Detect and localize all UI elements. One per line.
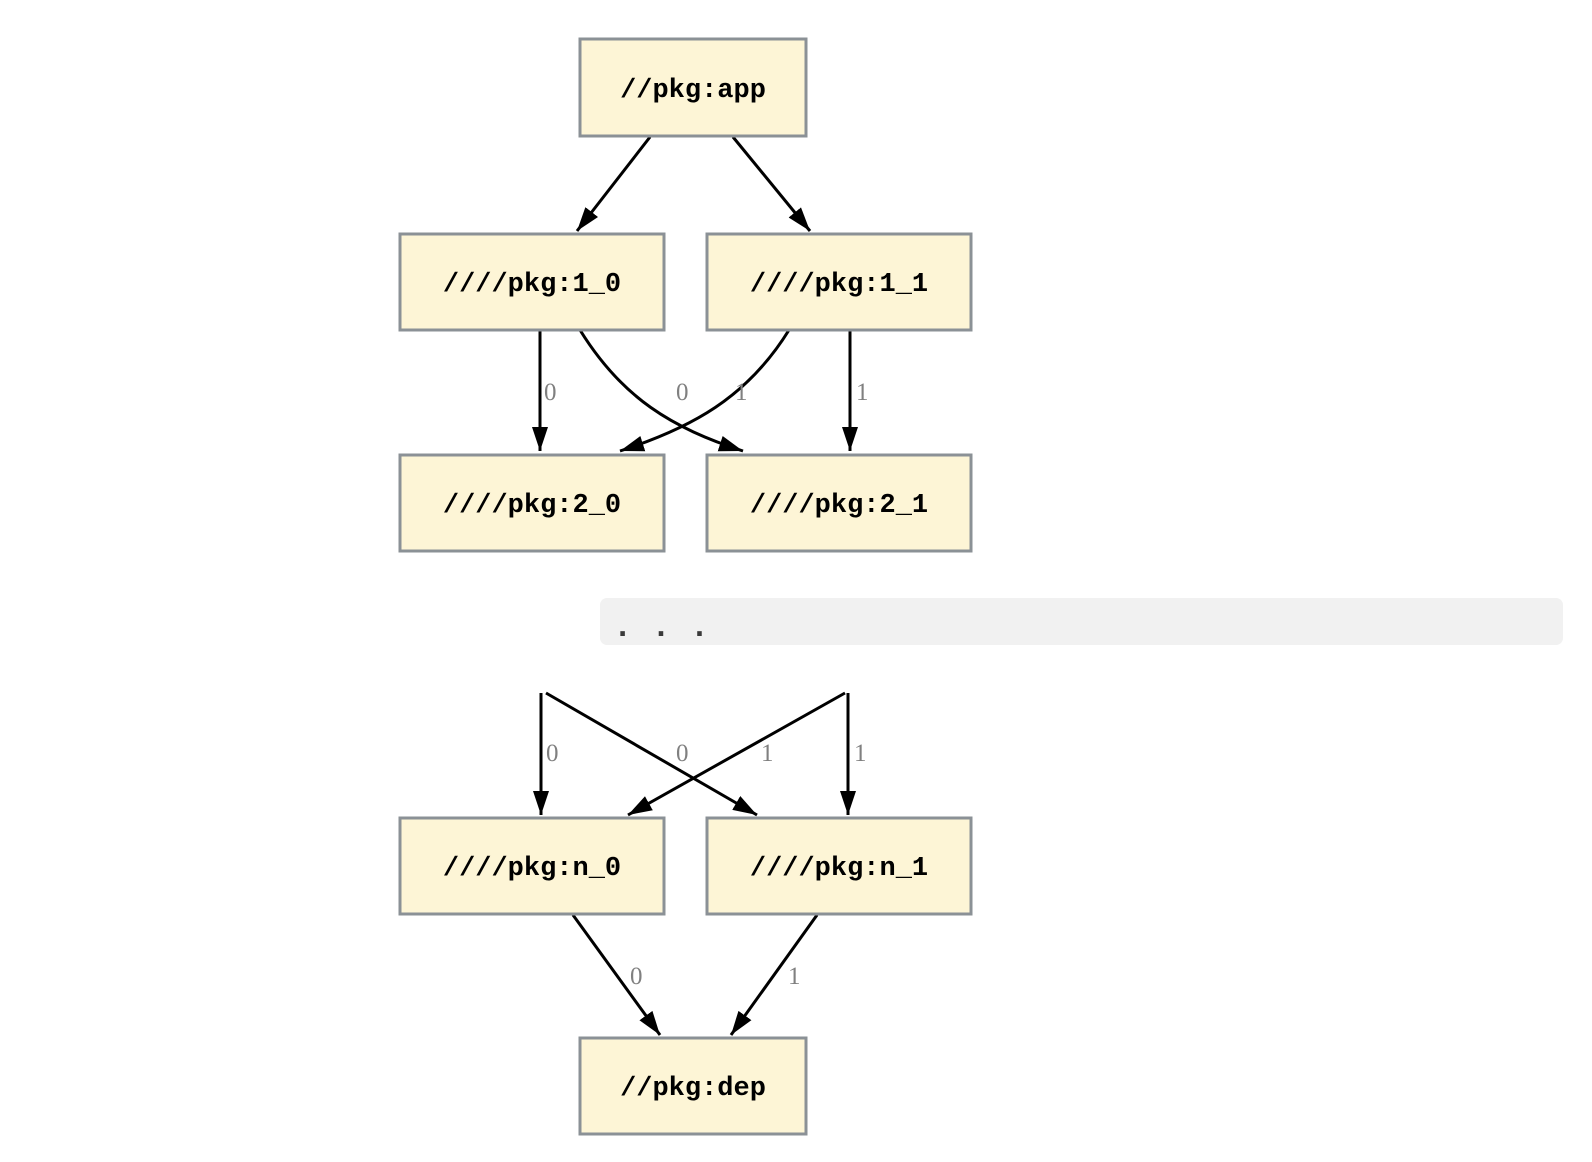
node-pkg-1-1-box — [705, 232, 973, 332]
edge-app-to-pkg1-1 — [731, 136, 812, 232]
node-pkg-n-1-label: ////pkg:n_1 — [750, 854, 928, 884]
node-pkg-dep: //pkg:dep — [578, 1036, 808, 1136]
edge-label-ellipsis-to-pkgn-1: 1 — [854, 740, 867, 767]
node-pkg-dep-box — [578, 1036, 808, 1136]
edge-ellipsis-to-pkgn-1-cross — [545, 691, 758, 817]
edge-pkgn-1-to-dep — [729, 914, 819, 1036]
edge-label-pkg1-1-to-pkg2-1: 1 — [856, 379, 869, 406]
node-pkg-2-0-label: ////pkg:2_0 — [443, 491, 621, 521]
node-pkg-app-box — [578, 37, 808, 138]
edge-label-pkgn-1-to-dep: 1 — [788, 963, 801, 990]
node-pkg-1-1-label: ////pkg:1_1 — [750, 270, 928, 300]
node-pkg-2-0: ////pkg:2_0 — [398, 453, 666, 553]
edge-app-to-pkg1-0 — [575, 136, 652, 232]
node-pkg-n-0-label: ////pkg:n_0 — [443, 854, 621, 884]
node-pkg-app: //pkg:app — [578, 37, 808, 138]
edge-label-pkg1-0-to-pkg2-1: 1 — [735, 379, 748, 406]
node-pkg-2-1: ////pkg:2_1 — [705, 453, 973, 553]
edge-label-ellipsis-to-pkgn-0: 0 — [546, 740, 559, 767]
edge-pkg1-0-to-pkg2-1 — [578, 329, 744, 453]
node-pkg-n-1-box — [705, 816, 973, 916]
node-pkg-2-1-box — [705, 453, 973, 553]
node-pkg-2-1-label: ////pkg:2_1 — [750, 491, 928, 521]
node-pkg-n-0: ////pkg:n_0 — [398, 816, 666, 916]
node-pkg-1-0: ////pkg:1_0 — [398, 232, 666, 332]
node-pkg-2-0-box — [398, 453, 666, 553]
edge-ellipsis-to-pkgn-0-cross — [627, 691, 846, 817]
edge-label-pkg1-0-to-pkg2-0: 0 — [544, 379, 557, 406]
edge-pkgn-0-to-dep — [571, 914, 662, 1036]
edge-label-ellipsis-to-pkgn-0-cross: 0 — [676, 740, 689, 767]
node-pkg-1-1: ////pkg:1_1 — [705, 232, 973, 332]
node-pkg-dep-label: //pkg:dep — [620, 1074, 766, 1104]
edge-label-ellipsis-to-pkgn-1-cross: 1 — [761, 740, 774, 767]
node-pkg-app-label: //pkg:app — [620, 76, 766, 106]
node-pkg-1-0-box — [398, 232, 666, 332]
ellipsis-dots: . . . — [613, 609, 709, 646]
node-pkg-n-0-box — [398, 816, 666, 916]
edge-label-pkg1-1-to-pkg2-0: 0 — [676, 379, 689, 406]
node-pkg-n-1: ////pkg:n_1 — [705, 816, 973, 916]
ellipsis-band — [600, 598, 1563, 645]
edge-label-pkgn-0-to-dep: 0 — [630, 963, 643, 990]
edge-pkg1-1-to-pkg2-0 — [619, 329, 791, 453]
node-pkg-1-0-label: ////pkg:1_0 — [443, 270, 621, 300]
